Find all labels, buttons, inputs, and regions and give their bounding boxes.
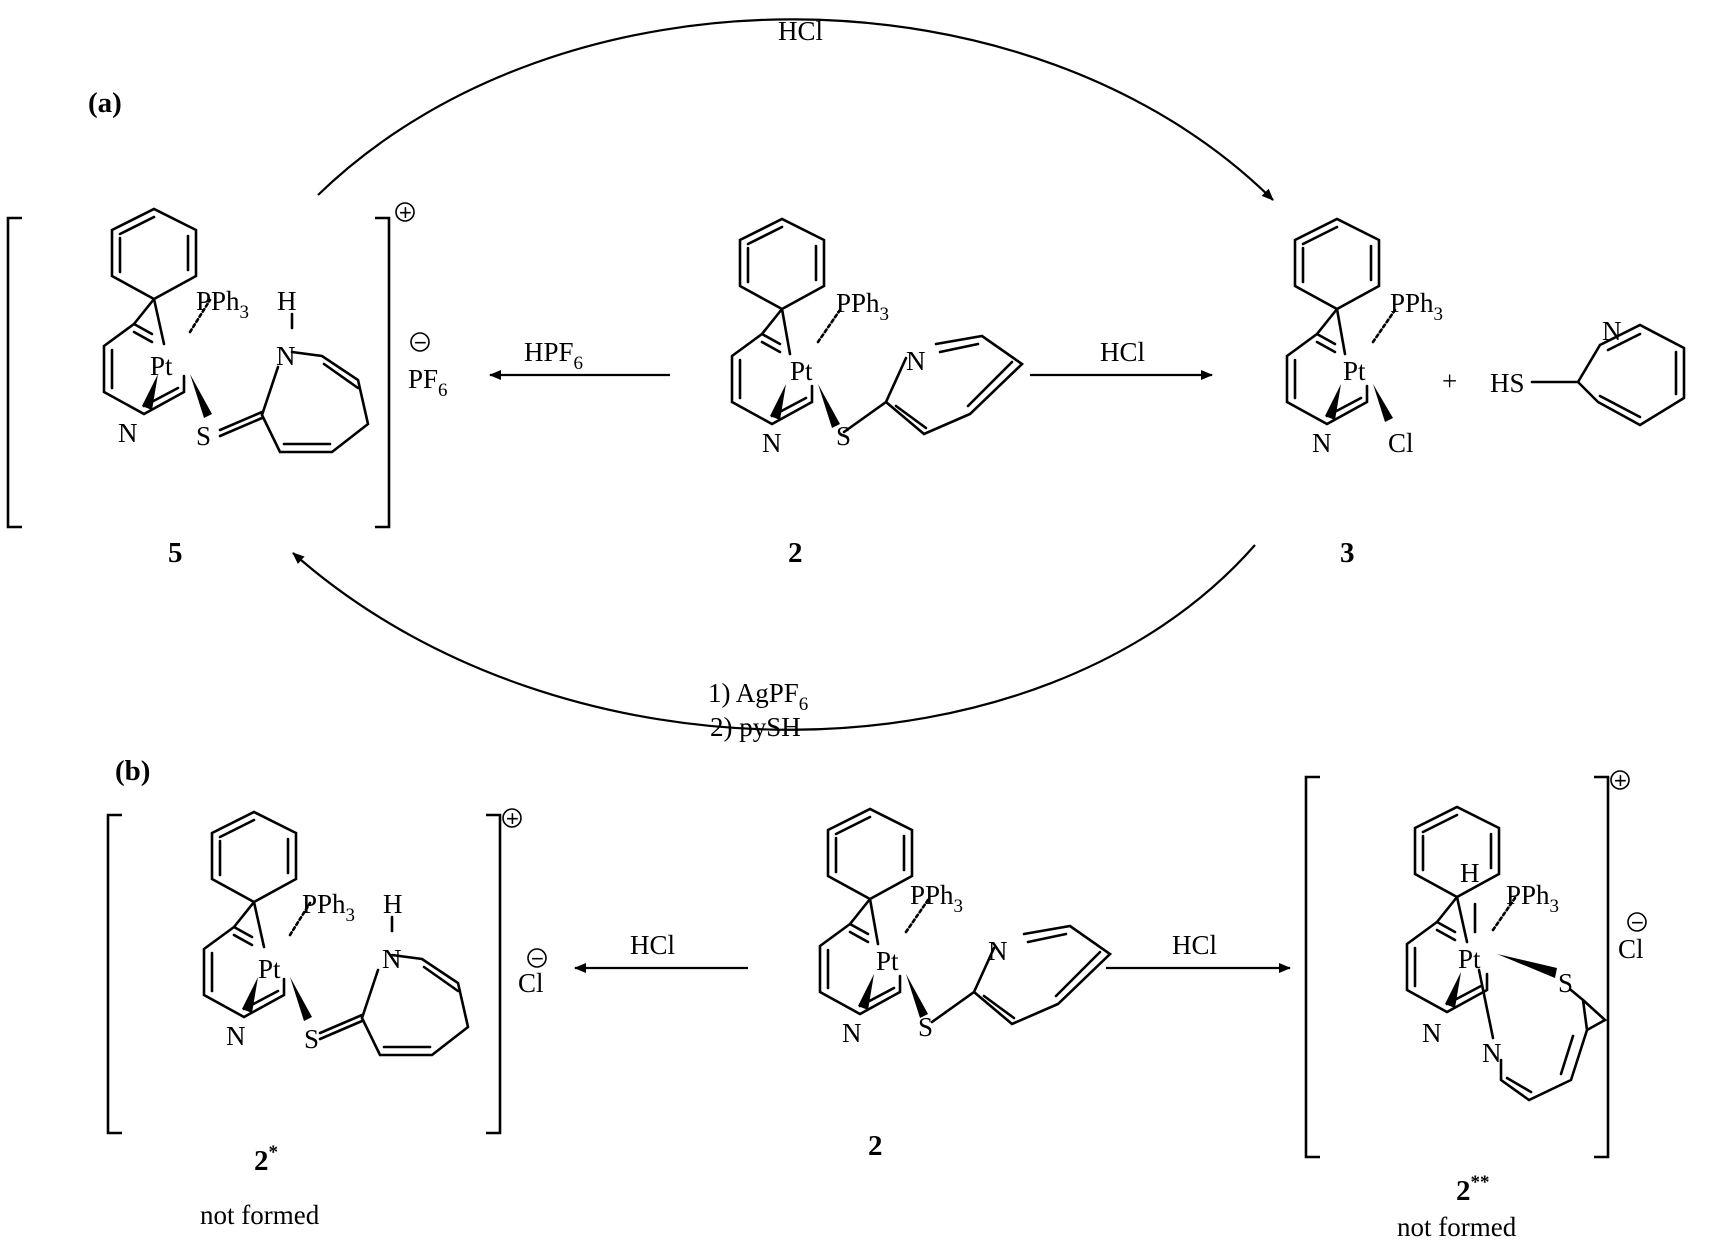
bracket-right-2star [486, 813, 502, 1135]
atom-h-2ss: H [1460, 858, 1480, 888]
atom-s-2b: S [918, 1012, 933, 1042]
ligand-pph3-2star: PPh3 [302, 889, 355, 926]
svg-text:−: − [531, 946, 544, 971]
ligand-pph3-2ss: PPh3 [1506, 880, 1559, 917]
anion-charge-2star: − [527, 946, 547, 971]
note-not-formed-2ss: not formed [1397, 1212, 1517, 1242]
atom-n-pysh: N [1602, 316, 1622, 346]
atom-n-2ss: N [1422, 1018, 1442, 1048]
cation-charge-2star: + [502, 806, 522, 831]
atom-n-5: N [118, 418, 138, 448]
atom-n-pyr-2b: N [988, 936, 1008, 966]
atom-nh-5: N [276, 341, 296, 371]
compound-2a [730, 217, 1025, 436]
cation-charge-2ss: + [1610, 768, 1630, 793]
bracket-right-2ss [1594, 775, 1610, 1159]
atom-s-2star: S [304, 1024, 319, 1054]
reagent-hcl-a: HCl [1100, 337, 1145, 367]
atom-pt-3: Pt [1343, 356, 1366, 386]
ligand-pph3-2b: PPh3 [910, 880, 963, 917]
bracket-left-5 [6, 216, 22, 529]
atom-n-2b: N [842, 1018, 862, 1048]
label-compound-3: 3 [1340, 537, 1355, 569]
atom-s-5: S [196, 421, 211, 451]
plus-sign: + [1442, 366, 1457, 396]
label-compound-2b: 2 [868, 1130, 883, 1162]
atom-hs: HS [1490, 368, 1525, 398]
label-compound-2a: 2 [788, 537, 803, 569]
svg-text:+: + [399, 200, 412, 225]
reagent-hpf6: HPF6 [524, 337, 583, 374]
atom-pt-2star: Pt [258, 954, 281, 984]
ligand-pph3-5: PPh3 [196, 286, 249, 323]
atom-pt-5: Pt [150, 351, 173, 381]
atom-n-3: N [1312, 428, 1332, 458]
svg-text:−: − [1631, 910, 1644, 935]
svg-text:−: − [414, 330, 427, 355]
arc-arrow-bottom [292, 544, 1256, 731]
bracket-left-2ss [1304, 775, 1320, 1159]
compound-2ss [1405, 805, 1608, 1102]
counterion-cl-2ss: Cl [1618, 934, 1644, 964]
atom-cl-3: Cl [1388, 428, 1414, 458]
anion-charge-2ss: − [1627, 910, 1647, 935]
arc-arrow-top [317, 18, 1274, 201]
atom-n-pyr-2a: N [906, 346, 926, 376]
reagent-top-arc: HCl [778, 16, 823, 46]
counterion-pf6: PF6 [408, 364, 448, 401]
atom-n-2a: N [762, 428, 782, 458]
atom-n-2star: N [226, 1021, 246, 1051]
compound-3 [1285, 217, 1397, 426]
label-compound-2star: 2* [254, 1142, 278, 1177]
atom-pt-2ss: Pt [1458, 944, 1481, 974]
reagent-bottom-arc-1: 1) AgPF6 [708, 678, 808, 715]
atom-s-2a: S [836, 421, 851, 451]
note-not-formed-2star: not formed [200, 1200, 320, 1230]
panel-b-label: (b) [115, 755, 150, 787]
reagent-bottom-arc-2: 2) pySH [710, 712, 801, 742]
ligand-pph3-2a: PPh3 [836, 288, 889, 325]
panel-a-label: (a) [88, 87, 122, 119]
atom-h-5: H [277, 286, 297, 316]
compound-2b [818, 807, 1113, 1026]
compound-pysh [1530, 323, 1686, 427]
atom-pt-2b: Pt [876, 946, 899, 976]
cation-charge-5: + [395, 200, 415, 225]
reagent-hcl-b-right: HCl [1172, 930, 1217, 960]
svg-text:+: + [1614, 768, 1627, 793]
counterion-cl-2star: Cl [518, 968, 544, 998]
atom-pt-2a: Pt [790, 356, 813, 386]
ligand-pph3-3: PPh3 [1390, 288, 1443, 325]
bracket-left-2star [106, 813, 122, 1135]
atom-s-2ss: S [1558, 968, 1573, 998]
atom-h-2star: H [383, 889, 403, 919]
compound-2star [202, 810, 470, 1057]
compound-5 [102, 207, 370, 454]
label-compound-2ss: 2** [1456, 1172, 1490, 1207]
reagent-hcl-b-left: HCl [630, 930, 675, 960]
anion-charge-5: − [410, 330, 430, 355]
atom-nh-2star: N [382, 944, 402, 974]
svg-text:+: + [506, 806, 519, 831]
bracket-right-5 [375, 216, 391, 529]
atom-n-chelate-2ss: N [1482, 1038, 1502, 1068]
label-compound-5: 5 [168, 537, 183, 569]
